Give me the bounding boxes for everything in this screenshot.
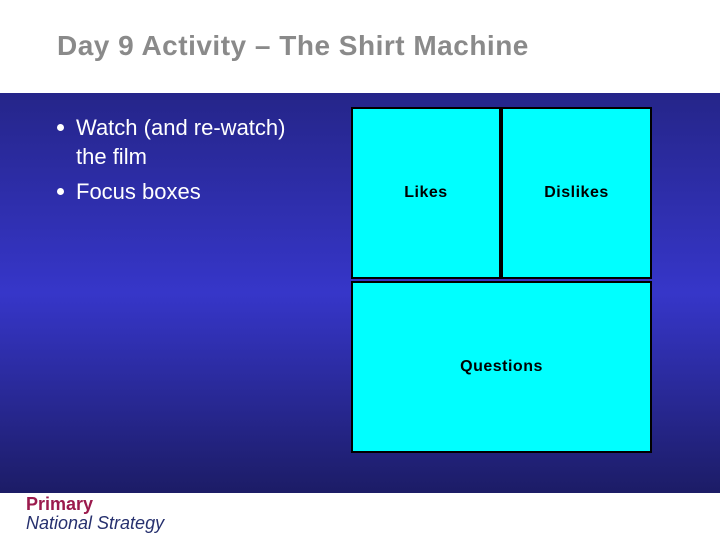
likes-box: Likes (351, 107, 501, 279)
dislikes-label: Dislikes (544, 184, 609, 201)
bullet-icon (57, 124, 64, 131)
content-panel: Watch (and re-watch) the film Focus boxe… (0, 93, 720, 493)
bullet-text: Focus boxes (76, 179, 201, 204)
questions-box: Questions (351, 281, 652, 453)
bullet-text: Watch (and re-watch) the film (76, 115, 286, 169)
likes-label: Likes (404, 184, 448, 201)
footer-logo: Primary National Strategy (26, 495, 164, 533)
bullet-icon (57, 188, 64, 195)
bullet-list: Watch (and re-watch) the film Focus boxe… (57, 113, 317, 206)
slide-title: Day 9 Activity – The Shirt Machine (57, 30, 529, 61)
brand-primary-text: Primary (26, 494, 94, 514)
bullet-item: Watch (and re-watch) the film (57, 113, 317, 171)
questions-label: Questions (460, 358, 543, 375)
brand-secondary-text: National Strategy (26, 513, 165, 533)
bullet-item: Focus boxes (57, 177, 317, 206)
dislikes-box: Dislikes (501, 107, 652, 279)
